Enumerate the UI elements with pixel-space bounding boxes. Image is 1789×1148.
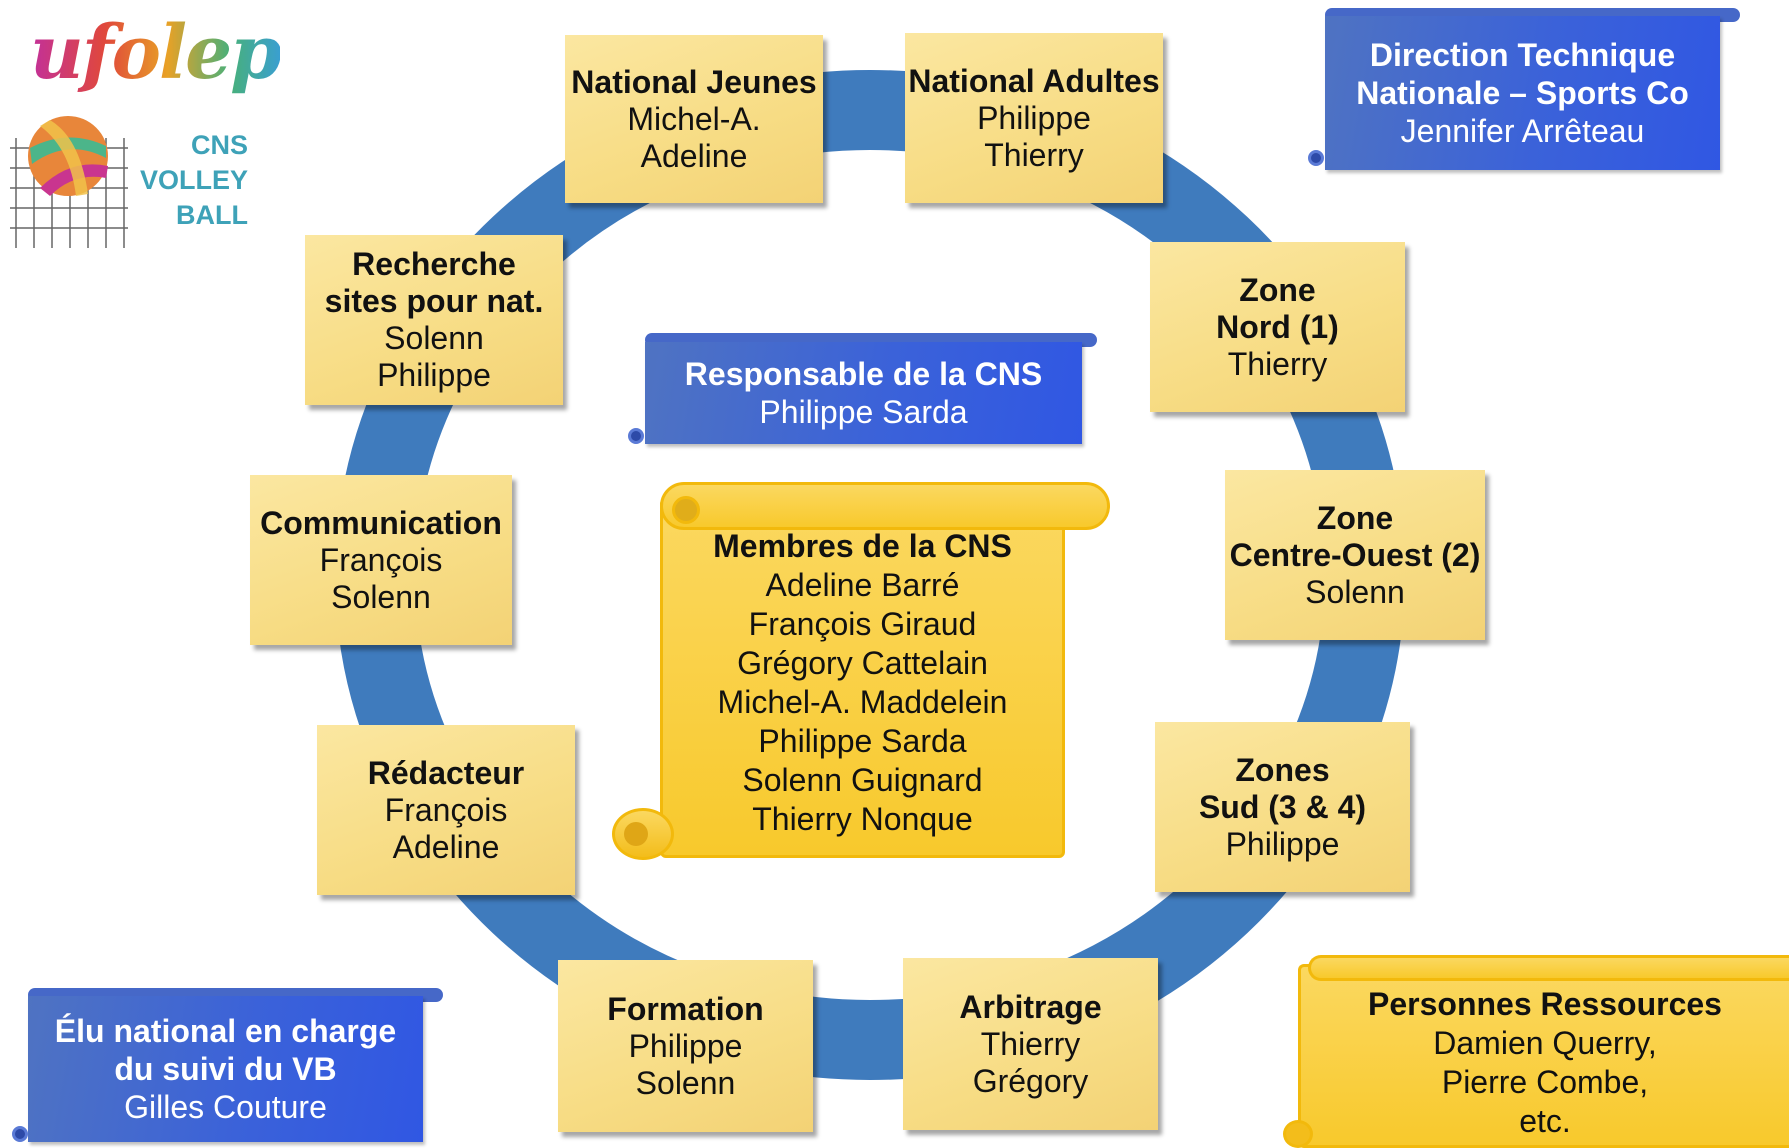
note-zone-centre-ouest: Zone Centre-Ouest (2) Solenn	[1225, 470, 1485, 640]
member-name: François Giraud	[748, 606, 977, 642]
scroll-title: Membres de la CNS	[713, 528, 1012, 564]
note-line: Adeline	[392, 828, 500, 865]
note-title: Formation	[607, 990, 764, 1027]
note-line: Michel-A.	[627, 100, 761, 137]
note-line: François	[319, 541, 443, 578]
scroll-bottom-curl	[1283, 1120, 1313, 1148]
note-line: Philippe	[977, 99, 1091, 136]
logo-line-cns: CNS	[191, 130, 249, 160]
banner-name: Gilles Couture	[124, 1089, 327, 1125]
banner-curl-dot	[12, 1126, 28, 1142]
note-line: Philippe	[1225, 825, 1340, 862]
logo-wordmark: ufolep	[30, 10, 282, 96]
scroll-ressources: Personnes Ressources Damien Querry, Pier…	[1298, 964, 1789, 1148]
note-title: Communication	[260, 504, 502, 541]
logo-caption: CNS VOLLEY BALL	[140, 128, 248, 233]
scroll-top-curl	[1308, 955, 1789, 981]
note-title: National Adultes	[908, 62, 1160, 99]
logo-line-volley: VOLLEY	[140, 165, 249, 195]
note-arbitrage: Arbitrage Thierry Grégory	[903, 958, 1158, 1130]
note-title: National Jeunes	[571, 63, 817, 100]
banner-title: Nationale – Sports Co	[1356, 75, 1689, 111]
note-title: Recherche	[352, 246, 516, 282]
note-zone-nord: Zone Nord (1) Thierry	[1150, 242, 1405, 412]
note-line: Grégory	[972, 1062, 1089, 1099]
note-title: sites pour nat.	[324, 283, 544, 319]
note-line: Solenn	[635, 1064, 736, 1101]
member-name: Michel-A. Maddelein	[717, 684, 1008, 720]
note-line: François	[384, 791, 508, 828]
note-title: Zone	[1239, 271, 1316, 308]
banner-title: Responsable de la CNS	[684, 356, 1043, 392]
note-redacteur: Rédacteur François Adeline	[317, 725, 575, 895]
scroll-bottom-curl-dot	[624, 822, 648, 846]
note-title: Zone	[1316, 499, 1394, 536]
member-name: Grégory Cattelain	[737, 645, 988, 681]
scroll-top-curl-dot	[672, 496, 700, 524]
member-name: Philippe Sarda	[758, 723, 967, 759]
note-line: Philippe	[377, 357, 491, 393]
banner-elu-national: Élu national en charge du suivi du VB Gi…	[28, 996, 423, 1142]
note-line: Adeline	[640, 137, 748, 174]
note-title: Arbitrage	[959, 988, 1102, 1025]
banner-title: Direction Technique	[1369, 37, 1676, 73]
note-title: Nord (1)	[1216, 308, 1339, 345]
note-title: Rédacteur	[367, 754, 525, 791]
banner-direction-technique: Direction Technique Nationale – Sports C…	[1325, 16, 1720, 170]
note-line: Solenn	[331, 578, 431, 615]
volleyball-net-icon	[10, 116, 128, 248]
scroll-membres: Membres de la CNS Adeline Barré François…	[660, 498, 1065, 858]
scroll-top-curl	[660, 482, 1110, 530]
note-line: Thierry	[980, 1025, 1081, 1062]
ressource-line: Pierre Combe,	[1441, 1064, 1649, 1100]
note-title: Zones	[1235, 751, 1330, 788]
note-line: Thierry	[984, 136, 1084, 173]
note-communication: Communication François Solenn	[250, 475, 512, 645]
banner-name: Philippe Sarda	[759, 394, 968, 430]
note-national-adultes: National Adultes Philippe Thierry	[905, 33, 1163, 203]
banner-name: Jennifer Arrêteau	[1400, 113, 1645, 149]
note-formation: Formation Philippe Solenn	[558, 960, 813, 1132]
logo-line-ball: BALL	[176, 200, 249, 230]
banner-curl-dot	[1308, 150, 1324, 166]
ressource-line: Damien Querry,	[1433, 1025, 1657, 1061]
scroll-title: Personnes Ressources	[1368, 986, 1722, 1022]
ressource-line: etc.	[1519, 1103, 1571, 1139]
note-line: Philippe	[628, 1027, 743, 1064]
member-name: Solenn Guignard	[742, 762, 983, 798]
note-line: Solenn	[1305, 573, 1405, 610]
member-name: Adeline Barré	[765, 567, 960, 603]
member-name: Thierry Nonque	[752, 801, 973, 837]
banner-responsable: Responsable de la CNS Philippe Sarda	[645, 342, 1082, 444]
note-title: Centre-Ouest (2)	[1229, 536, 1481, 573]
note-line: Solenn	[384, 320, 484, 356]
note-title: Sud (3 & 4)	[1198, 788, 1367, 825]
ufolep-logo: ufolep CNS VOLLEY BALL	[10, 10, 282, 250]
note-line: Thierry	[1227, 345, 1328, 382]
note-zones-sud: Zones Sud (3 & 4) Philippe	[1155, 722, 1410, 892]
banner-curl-dot	[628, 428, 644, 444]
note-national-jeunes: National Jeunes Michel-A. Adeline	[565, 35, 823, 203]
banner-title: du suivi du VB	[114, 1051, 337, 1087]
banner-title: Élu national en charge	[54, 1013, 397, 1049]
note-recherche-sites: Recherche sites pour nat. Solenn Philipp…	[305, 235, 563, 405]
